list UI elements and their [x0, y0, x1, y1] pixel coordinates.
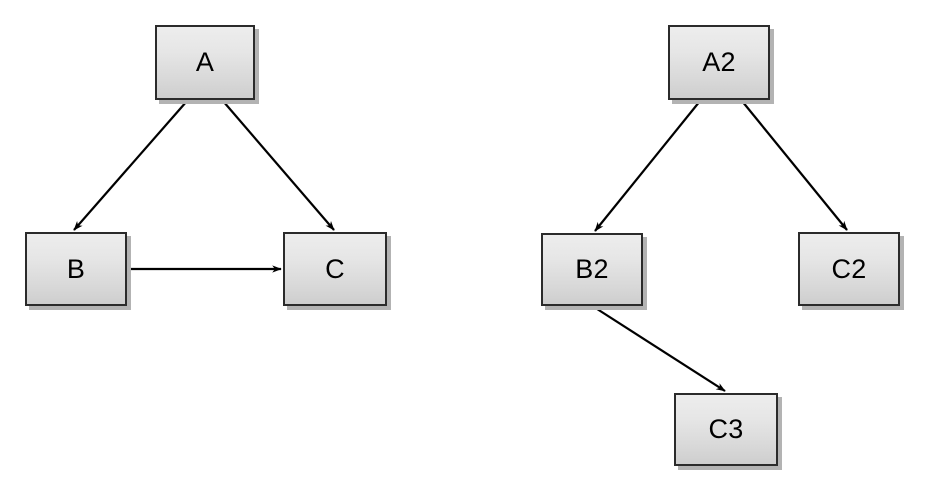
edge-a2-to-c2[interactable] — [741, 100, 848, 231]
node-c3[interactable]: C3 — [674, 393, 778, 466]
node-label-a2: A2 — [702, 47, 736, 77]
edge-a-to-c[interactable] — [222, 100, 335, 231]
edge-a2-to-b2[interactable] — [594, 100, 701, 232]
node-c[interactable]: C — [283, 232, 387, 306]
edge-b2-to-c3[interactable] — [593, 306, 726, 392]
edges-group — [73, 100, 848, 392]
node-a[interactable]: A — [155, 25, 255, 100]
node-label-c3: C3 — [708, 414, 744, 444]
node-b[interactable]: B — [25, 232, 127, 306]
node-label-c2: C2 — [831, 253, 867, 284]
node-label-c: C — [325, 253, 345, 284]
edge-group-graph-right — [593, 100, 848, 392]
node-b2[interactable]: B2 — [541, 233, 643, 306]
edge-a-to-b[interactable] — [73, 100, 188, 231]
node-c2[interactable]: C2 — [798, 232, 900, 306]
node-a2[interactable]: A2 — [668, 25, 770, 100]
edge-group-graph-left — [73, 100, 335, 273]
node-label-b2: B2 — [575, 254, 609, 284]
node-label-b: B — [66, 253, 86, 284]
node-label-a: A — [195, 47, 215, 77]
